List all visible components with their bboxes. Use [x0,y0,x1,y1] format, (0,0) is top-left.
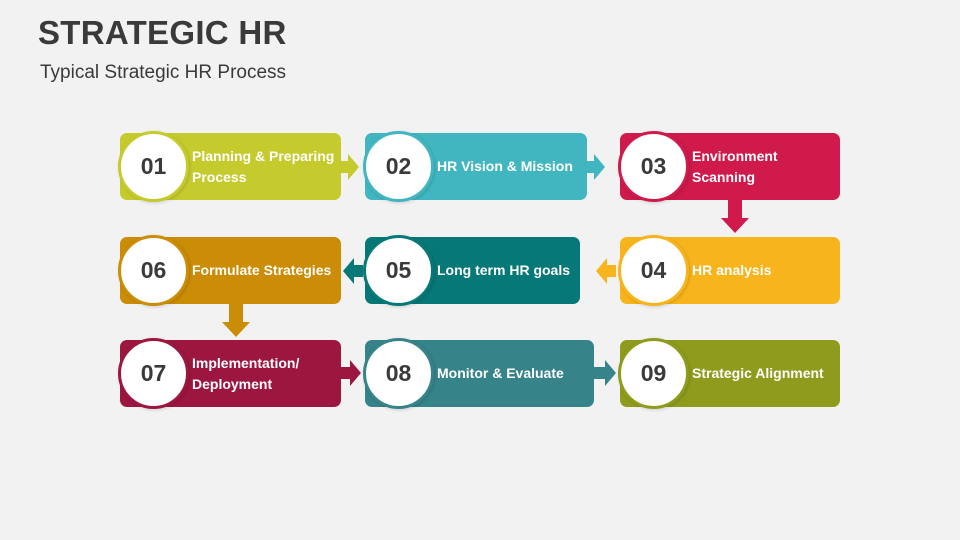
step-08: 08 Monitor & Evaluate [363,338,594,409]
step-label: Strategic Alignment [692,365,824,381]
step-number-badge: 05 [363,235,434,306]
arrow-down-icon [721,200,749,233]
step-label: HR Vision & Mission [437,158,573,174]
arrow-down-icon [222,304,250,337]
step-label: Long term HR goals [437,262,571,278]
slide-title: STRATEGIC HR [38,14,287,51]
step-label: Implementation/ Deployment [192,354,300,392]
arrow-right-icon [593,360,616,386]
arrow-left-icon [343,258,363,284]
step-label: Monitor & Evaluate [437,365,564,381]
arrow-right-icon [586,154,605,180]
step-label: Formulate Strategies [192,262,332,278]
step-04: 04 HR analysis [618,235,840,306]
step-number-badge: 06 [118,235,189,306]
step-number-badge: 09 [618,338,689,409]
step-03: 03 Environment Scanning [618,131,840,202]
step-01: 01 Planning & Preparing Process [118,131,341,202]
step-number-badge: 03 [618,131,689,202]
step-number-badge: 07 [118,338,189,409]
slide-subtitle: Typical Strategic HR Process [40,62,287,83]
step-09: 09 Strategic Alignment [618,338,840,409]
arrow-right-icon [340,360,361,386]
step-02: 02 HR Vision & Mission [363,131,587,202]
step-07: 07 Implementation/ Deployment [118,338,341,409]
step-number-badge: 08 [363,338,434,409]
step-06: 06 Formulate Strategies [118,235,341,306]
step-label: HR analysis [692,262,772,278]
step-05: 05 Long term HR goals [363,235,580,306]
step-label: Environment Scanning [692,147,778,185]
step-number-badge: 04 [618,235,689,306]
step-number-badge: 01 [118,131,189,202]
arrow-left-icon [596,258,616,284]
arrow-right-icon [340,154,359,180]
step-label: Planning & Preparing Process [192,147,335,185]
step-number-badge: 02 [363,131,434,202]
